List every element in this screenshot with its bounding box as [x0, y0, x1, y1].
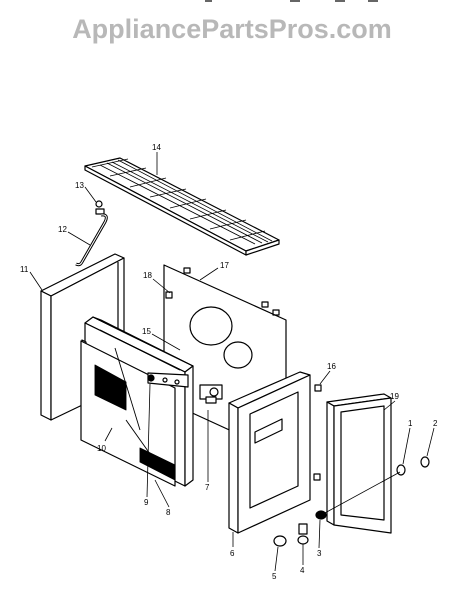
callout-2: 2 — [433, 419, 438, 428]
part-rod-12 — [75, 213, 108, 267]
callout-3: 3 — [317, 549, 322, 558]
leader-lines — [29, 152, 435, 572]
callout-8: 8 — [166, 508, 171, 517]
part-screw-18b — [313, 384, 322, 481]
part-front-frame — [228, 371, 311, 534]
callout-17: 17 — [220, 261, 229, 270]
callout-10: 10 — [97, 444, 106, 453]
callout-18a: 18 — [143, 271, 152, 280]
callout-9: 9 — [144, 498, 149, 507]
callout-14: 14 — [152, 143, 161, 152]
part-knob-1 — [396, 464, 406, 476]
callout-13: 13 — [75, 181, 84, 190]
callout-1: 1 — [408, 419, 413, 428]
callout-11: 11 — [20, 265, 29, 274]
callout-6: 6 — [230, 549, 235, 558]
part-top-grille — [84, 157, 280, 256]
callout-labels: 14 13 12 11 18 17 15 16 19 1 2 10 9 8 7 … — [20, 143, 438, 581]
part-control-bracket — [147, 372, 223, 404]
callout-7: 7 — [205, 483, 210, 492]
part-screw-13 — [95, 200, 105, 215]
callout-16: 16 — [327, 362, 336, 371]
watermark-text: AppliancePartsPros.com — [72, 14, 392, 44]
callout-19: 19 — [390, 392, 399, 401]
part-door — [326, 393, 392, 534]
callout-15: 15 — [142, 327, 151, 336]
part-fastener-3 — [315, 510, 327, 520]
part-fastener-4 — [297, 523, 309, 545]
callout-5: 5 — [272, 572, 277, 581]
callout-12: 12 — [58, 225, 67, 234]
callout-4: 4 — [300, 566, 305, 575]
part-knob-2 — [420, 456, 430, 468]
part-fastener-5 — [273, 535, 287, 547]
